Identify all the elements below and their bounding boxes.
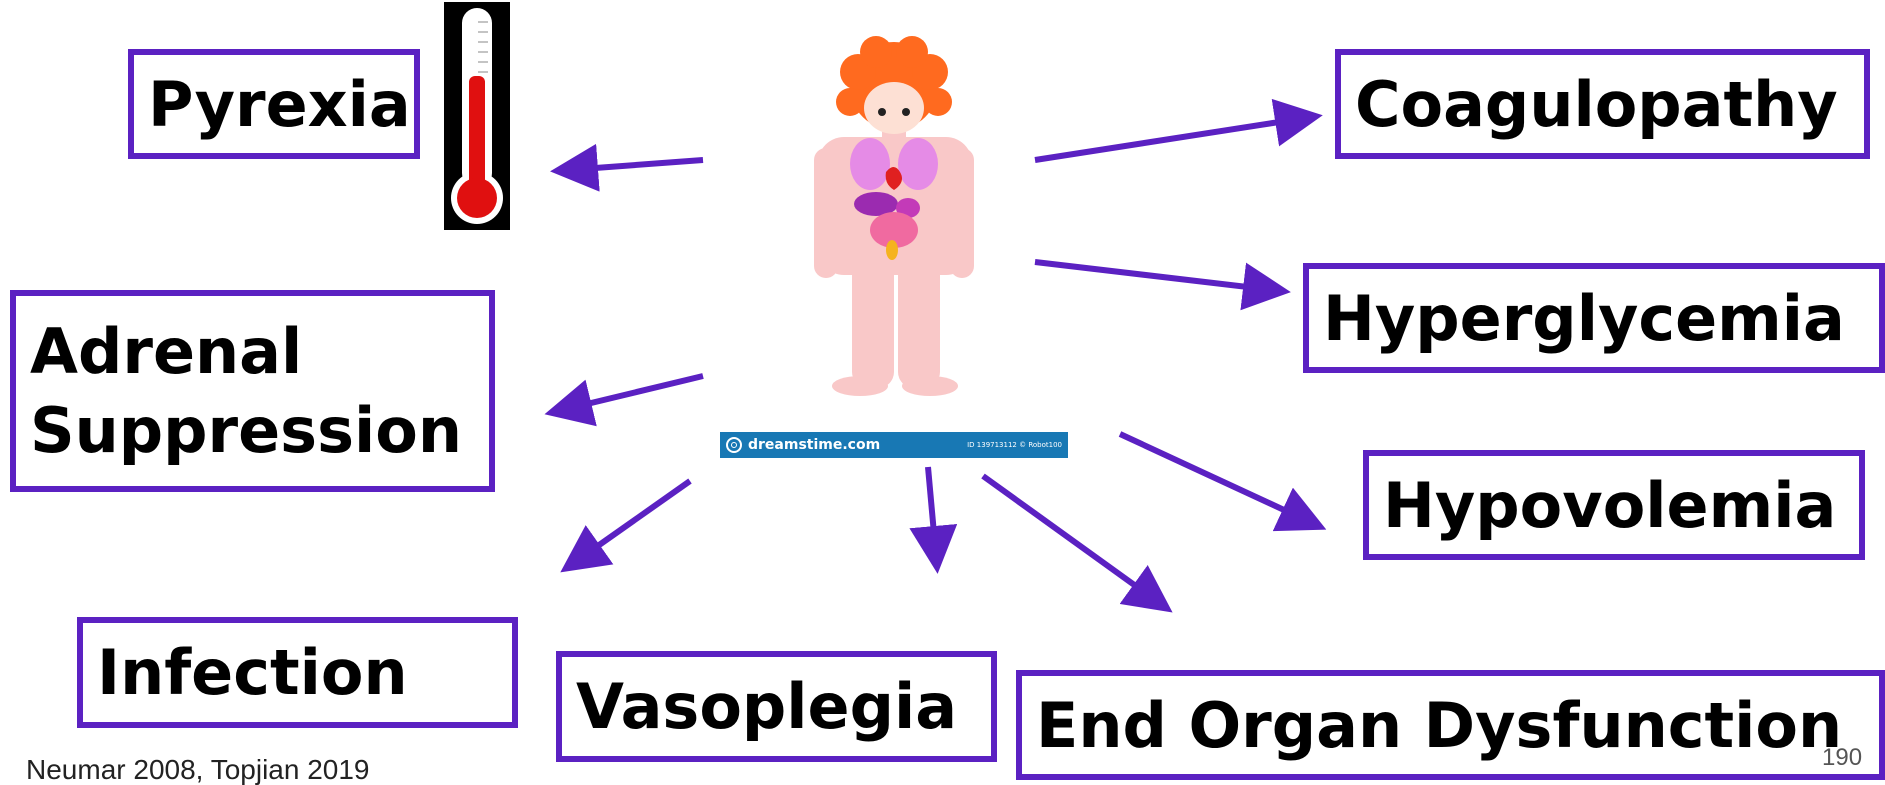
right-eye-shape xyxy=(902,108,910,116)
hypovolemia-label: Hypovolemia xyxy=(1383,469,1836,542)
hypovolemia-box: Hypovolemia xyxy=(1363,450,1865,560)
watermark-site-text: dreamstime.com xyxy=(748,437,880,453)
coagulopathy-label: Coagulopathy xyxy=(1355,68,1838,141)
right-leg-shape xyxy=(898,258,940,388)
vasoplegia-box: Vasoplegia xyxy=(556,651,997,762)
pyrexia-label: Pyrexia xyxy=(148,68,411,141)
adrenal-label-line2: Suppression xyxy=(30,391,462,470)
infection-box: Infection xyxy=(77,617,518,728)
pyrexia-box: Pyrexia xyxy=(128,49,420,159)
watermark-site: dreamstime.com xyxy=(726,437,880,453)
left-eye-shape xyxy=(878,108,886,116)
right-foot-shape xyxy=(902,376,958,396)
coagulopathy-box: Coagulopathy xyxy=(1335,49,1870,159)
vasoplegia-label: Vasoplegia xyxy=(576,670,957,743)
hyperglycemia-box: Hyperglycemia xyxy=(1303,263,1885,373)
left-arm-shape xyxy=(814,148,838,278)
left-leg-shape xyxy=(852,258,894,388)
page-number: 190 xyxy=(1822,744,1862,772)
end-organ-label: End Organ Dysfunction xyxy=(1036,689,1842,762)
end-organ-dysfunction-box: End Organ Dysfunction xyxy=(1016,670,1885,780)
citation-footnote: Neumar 2008, Topjian 2019 xyxy=(26,756,370,784)
left-foot-shape xyxy=(832,376,888,396)
thermometer-icon xyxy=(444,2,510,230)
watermark-bar: dreamstime.com ID 139713112 © Robot100 xyxy=(720,432,1068,458)
adrenal-label-line1: Adrenal xyxy=(30,312,302,391)
right-arm-shape xyxy=(950,148,974,278)
watermark-id-text: ID 139713112 © Robot100 xyxy=(967,441,1062,449)
adrenal-suppression-box: Adrenal Suppression xyxy=(10,290,495,492)
hyperglycemia-label: Hyperglycemia xyxy=(1323,282,1845,355)
infection-label: Infection xyxy=(97,636,408,709)
dreamstime-logo-icon xyxy=(726,437,742,453)
face-shape xyxy=(864,82,924,134)
